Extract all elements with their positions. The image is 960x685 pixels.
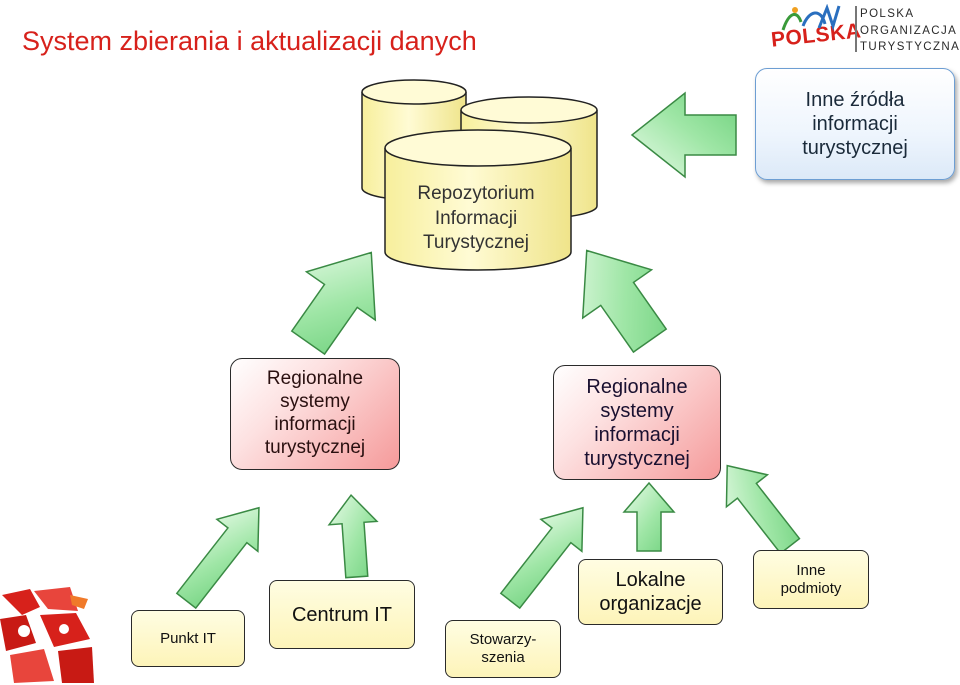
centrum-it-label: Centrum IT [291,603,393,626]
regional-systems-right-box: Regionalne systemy informacji turystyczn… [553,365,721,480]
centrum-it-box: Centrum IT [269,580,415,649]
logo-org-line: ORGANIZACJA [860,24,958,37]
logo-org-line: POLSKA [860,8,915,20]
logo-divider [855,6,857,52]
page-title: System zbierania i aktualizacji danych [22,26,477,56]
regional-left-line: informacji [274,414,356,435]
polska-logo-mark-icon [781,4,841,31]
arrow-right-regional-to-repository [581,249,668,354]
inne-podmioty-line: Inne [796,561,826,579]
regional-right-line: Regionalne [586,375,688,398]
arrow-punkt-it-to-regional [175,506,260,610]
inne-podmioty-box: Inne podmioty [753,550,869,609]
inne-podmioty-line: podmioty [780,579,842,597]
arrow-centrum-it-to-regional [327,493,379,579]
pot-logo-text: POLSKA ORGANIZACJA TURYSTYCZNA [860,6,960,56]
repository-label: Repozytorium Informacji Turystycznej [386,182,566,256]
lokalne-line: Lokalne [615,569,686,591]
stowarzyszenia-line: szenia [481,649,525,666]
repository-label-line: Repozytorium [417,183,535,204]
regional-left-line: turystycznej [264,436,366,458]
logo-org-line: TURYSTYCZNA [860,41,960,54]
database-cylinder-front [384,129,572,271]
arrow-stowarzyszenia-to-regional [499,506,584,610]
stowarzyszenia-line: Stowarzy- [469,631,537,648]
other-sources-line: turystycznej [802,137,908,159]
repository-label-line: Turystycznej [423,232,529,254]
regional-left-line: systemy [280,391,350,413]
regional-systems-left-box: Regionalne systemy informacji turystyczn… [230,358,400,470]
punkt-it-label: Punkt IT [160,629,216,647]
arrow-left-regional-to-repository [290,251,377,356]
arrow-inne-podmioty-to-regional [725,464,801,555]
other-sources-line: Inne źródła [805,89,905,111]
lokalne-organizacje-box: Lokalne organizacje [578,559,723,625]
other-sources-box: Inne źródła informacji turystycznej [755,68,955,180]
regional-right-line: systemy [600,399,674,422]
stowarzyszenia-box: Stowarzy- szenia [445,620,561,678]
regional-right-line: turystycznej [584,447,690,470]
decorative-collage-image [0,585,95,685]
regional-right-line: informacji [594,423,680,446]
regional-left-line: Regionalne [266,368,364,390]
punkt-it-box: Punkt IT [131,610,245,667]
arrow-lokalne-to-regional [622,481,676,552]
lokalne-line: organizacje [599,593,702,615]
repository-label-line: Informacji [434,207,518,229]
other-sources-line: informacji [812,113,898,135]
arrow-other-sources-to-repository [630,91,737,179]
